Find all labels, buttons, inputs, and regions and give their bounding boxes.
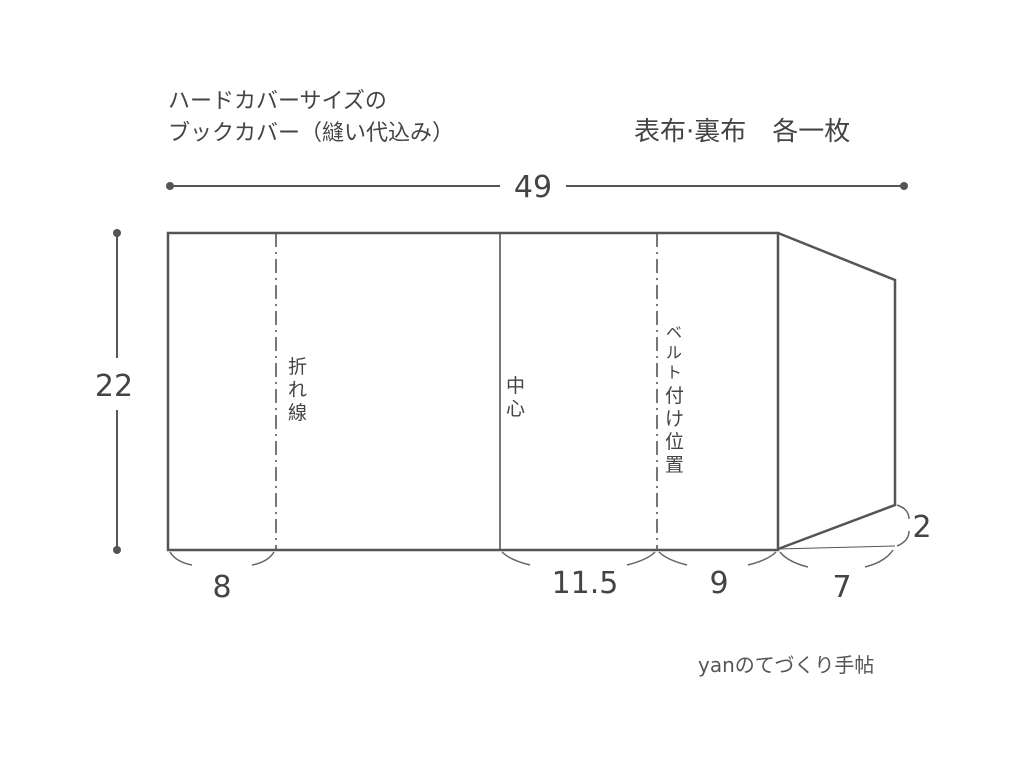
belt-char-2: ル (666, 343, 682, 362)
belt-offset-label: 9 (709, 566, 728, 601)
fold-char-2: れ (288, 379, 307, 401)
flap-width-label: 7 (832, 570, 851, 605)
total-width-label: 49 (514, 170, 552, 205)
belt-line-label: ベ ル ト 付 け 位 置 (665, 323, 684, 476)
title-line-2: ブックカバー（縫い代込み） (168, 121, 454, 146)
title-line-1: ハードカバーサイズの (168, 89, 387, 114)
fold-line-label: 折 れ 線 (288, 356, 307, 424)
height-label: 22 (95, 369, 133, 404)
bottom-dimension-braces (169, 504, 910, 568)
belt-char-7: 置 (665, 454, 684, 476)
fabric-note: 表布·裏布 各一枚 (634, 117, 850, 147)
total-width-dimension: 49 (166, 170, 908, 205)
belt-char-6: 位 (665, 431, 684, 453)
center-char-2: 心 (506, 398, 525, 420)
flap-gap-label: 2 (912, 510, 931, 545)
fold-width-label: 8 (212, 570, 231, 605)
center-char-1: 中 (506, 375, 525, 397)
fold-char-3: 線 (288, 402, 307, 424)
center-line-label: 中 心 (506, 375, 525, 420)
flap-base-guide (777, 545, 896, 550)
half-width-label: 11.5 (552, 566, 619, 601)
belt-char-4: 付 (665, 385, 684, 407)
credit-text: yanのてづくり手帖 (698, 653, 874, 677)
height-dimension: 22 (95, 229, 133, 554)
belt-char-1: ベ (666, 323, 682, 342)
belt-char-3: ト (666, 363, 682, 382)
fold-char-1: 折 (288, 356, 307, 378)
belt-char-5: け (665, 408, 684, 430)
pattern-outline (166, 231, 897, 552)
